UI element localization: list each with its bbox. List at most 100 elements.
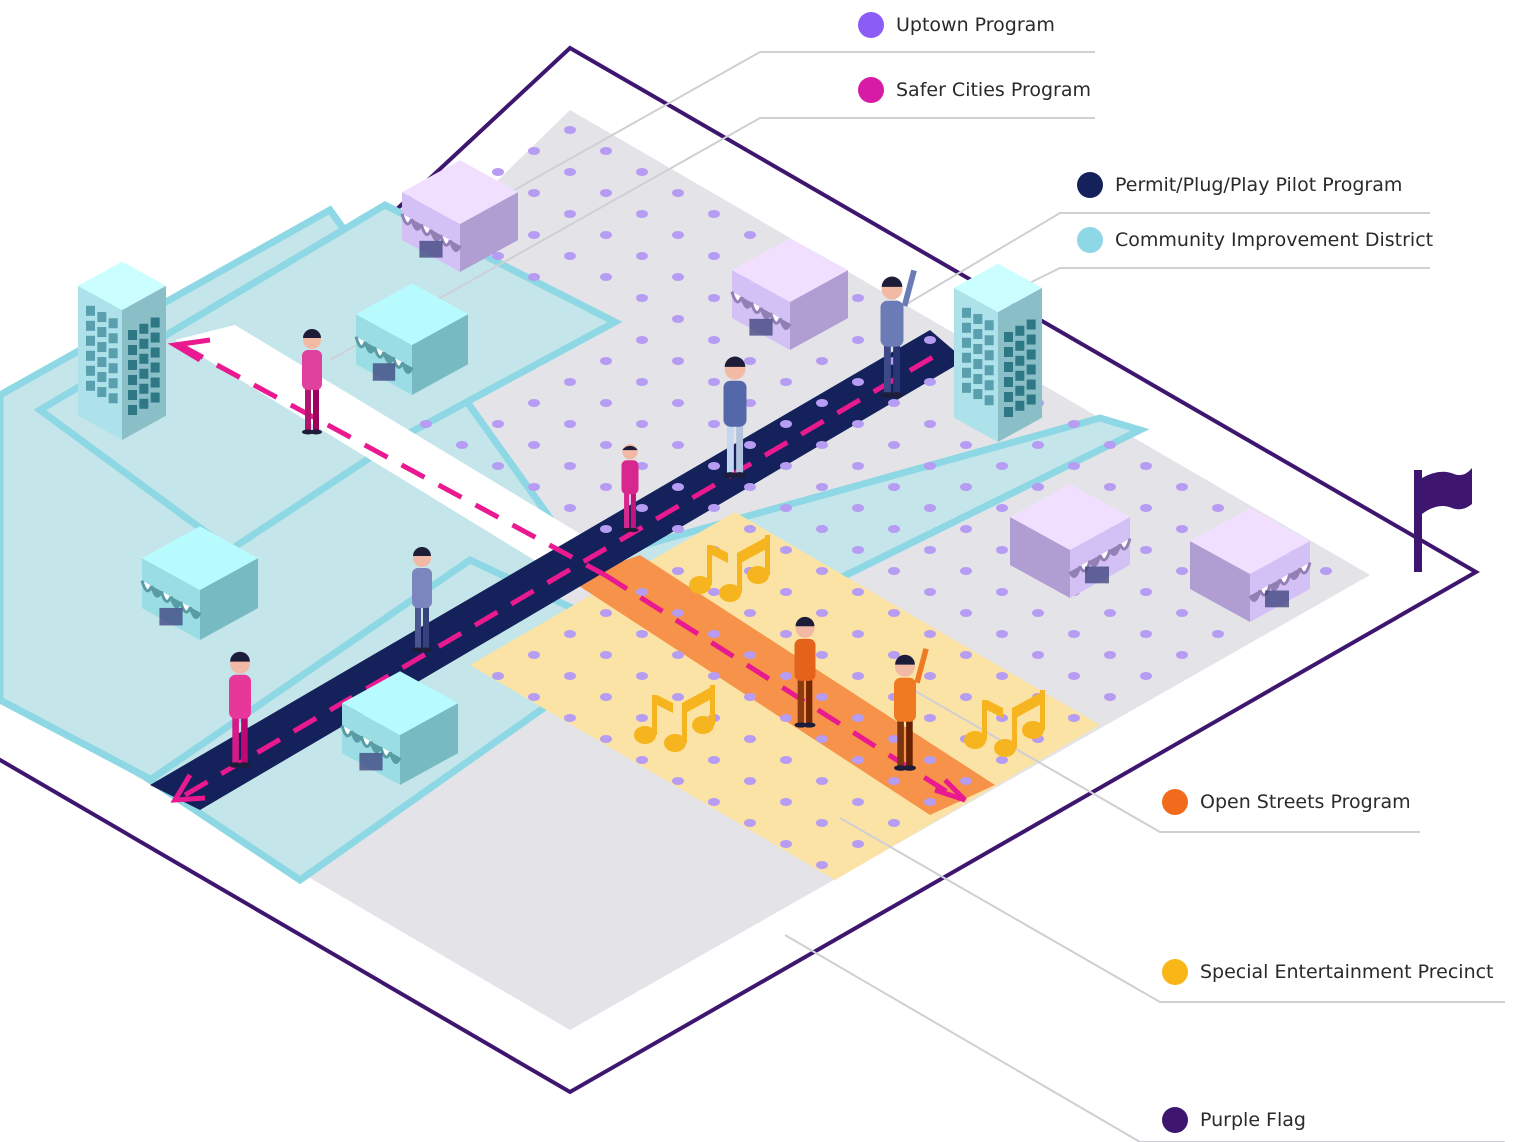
legend-item-purple-flag: Purple Flag xyxy=(1162,1105,1306,1135)
uptown-program-dot-icon xyxy=(858,12,884,38)
uptown-dot xyxy=(924,378,936,386)
uptown-dot xyxy=(1068,630,1080,638)
uptown-dot xyxy=(708,294,720,302)
arrow-southeast-icon xyxy=(934,778,967,803)
uptown-dot xyxy=(924,546,936,554)
uptown-dot xyxy=(600,189,612,197)
uptown-dot xyxy=(672,399,684,407)
uptown-dot xyxy=(1176,651,1188,659)
uptown-dot xyxy=(564,210,576,218)
uptown-dot xyxy=(1140,672,1152,680)
uptown-dot xyxy=(816,609,828,617)
uptown-dot xyxy=(1032,651,1044,659)
uptown-dot xyxy=(600,273,612,281)
uptown-dot xyxy=(816,525,828,533)
uptown-dot xyxy=(1104,609,1116,617)
uptown-dot xyxy=(888,651,900,659)
uptown-dot xyxy=(1104,483,1116,491)
uptown-dot xyxy=(924,420,936,428)
uptown-dot xyxy=(600,357,612,365)
uptown-dot xyxy=(672,651,684,659)
uptown-dot xyxy=(600,147,612,155)
shop-cid-west-icon xyxy=(140,526,258,640)
uptown-dot xyxy=(816,567,828,575)
uptown-dot xyxy=(636,714,648,722)
uptown-dot xyxy=(1104,441,1116,449)
music-notes-west-icon xyxy=(634,685,715,752)
arrow-southwest-icon xyxy=(170,773,206,803)
open-streets-dot-icon xyxy=(1162,789,1188,815)
uptown-dot xyxy=(564,378,576,386)
uptown-dot xyxy=(816,483,828,491)
uptown-dot xyxy=(744,693,756,701)
uptown-dot xyxy=(600,231,612,239)
uptown-dot xyxy=(672,483,684,491)
uptown-dot xyxy=(744,609,756,617)
uptown-dot xyxy=(888,483,900,491)
leader-purple-flag xyxy=(784,934,1505,1142)
uptown-dot xyxy=(492,252,504,260)
uptown-dot xyxy=(852,378,864,386)
uptown-dot xyxy=(960,777,972,785)
uptown-dot xyxy=(852,336,864,344)
uptown-dot xyxy=(780,630,792,638)
uptown-dot xyxy=(888,777,900,785)
uptown-dot xyxy=(600,609,612,617)
uptown-dot xyxy=(636,504,648,512)
uptown-dot xyxy=(636,588,648,596)
legend-item-open-streets: Open Streets Program xyxy=(1162,787,1411,817)
uptown-dot xyxy=(744,357,756,365)
uptown-dot xyxy=(924,630,936,638)
uptown-dot xyxy=(744,441,756,449)
leader-entertainment xyxy=(839,817,1505,1003)
uptown-dot xyxy=(636,336,648,344)
uptown-dot xyxy=(816,399,828,407)
uptown-dot xyxy=(996,504,1008,512)
uptown-dot xyxy=(780,588,792,596)
legend-label-entertainment-precinct: Special Entertainment Precinct xyxy=(1200,961,1494,983)
uptown-dot xyxy=(1176,567,1188,575)
uptown-dot xyxy=(816,357,828,365)
shop-uptown-far-east-icon xyxy=(1190,508,1312,622)
uptown-dot xyxy=(672,189,684,197)
uptown-dot xyxy=(996,588,1008,596)
uptown-dot xyxy=(636,672,648,680)
uptown-dot xyxy=(1140,504,1152,512)
uptown-dot xyxy=(636,168,648,176)
shop-uptown-north-icon xyxy=(400,160,518,272)
legend-label-permit-plug-play: Permit/Plug/Play Pilot Program xyxy=(1115,174,1403,196)
uptown-dot xyxy=(636,630,648,638)
uptown-dot xyxy=(852,798,864,806)
uptown-dot xyxy=(816,861,828,869)
uptown-dot xyxy=(600,441,612,449)
shop-uptown-center-icon xyxy=(730,238,848,350)
permit-plug-play-road xyxy=(150,330,965,810)
uptown-dot xyxy=(780,756,792,764)
uptown-dot xyxy=(528,651,540,659)
entertainment-precinct-dot-icon xyxy=(1162,959,1188,985)
uptown-dot xyxy=(708,504,720,512)
uptown-dot xyxy=(816,735,828,743)
uptown-dot xyxy=(996,672,1008,680)
music-notes-north-icon xyxy=(689,535,770,602)
uptown-dot xyxy=(528,189,540,197)
uptown-dot xyxy=(1140,588,1152,596)
uptown-dot xyxy=(816,441,828,449)
uptown-dot xyxy=(600,399,612,407)
uptown-dot xyxy=(996,756,1008,764)
uptown-dot xyxy=(924,588,936,596)
legend-item-uptown: Uptown Program xyxy=(858,10,1055,40)
uptown-dot xyxy=(564,630,576,638)
uptown-dot xyxy=(636,756,648,764)
shop-cid-south-icon xyxy=(340,671,458,785)
safer-cities-walkway xyxy=(175,325,640,585)
uptown-dot xyxy=(960,441,972,449)
uptown-dot xyxy=(672,609,684,617)
uptown-dot xyxy=(528,441,540,449)
uptown-dot xyxy=(960,651,972,659)
shop-cid-north-icon xyxy=(354,283,468,395)
legend-item-safer-cities: Safer Cities Program xyxy=(858,75,1091,105)
uptown-dot xyxy=(1104,651,1116,659)
leader-safer-cities xyxy=(329,117,1095,361)
